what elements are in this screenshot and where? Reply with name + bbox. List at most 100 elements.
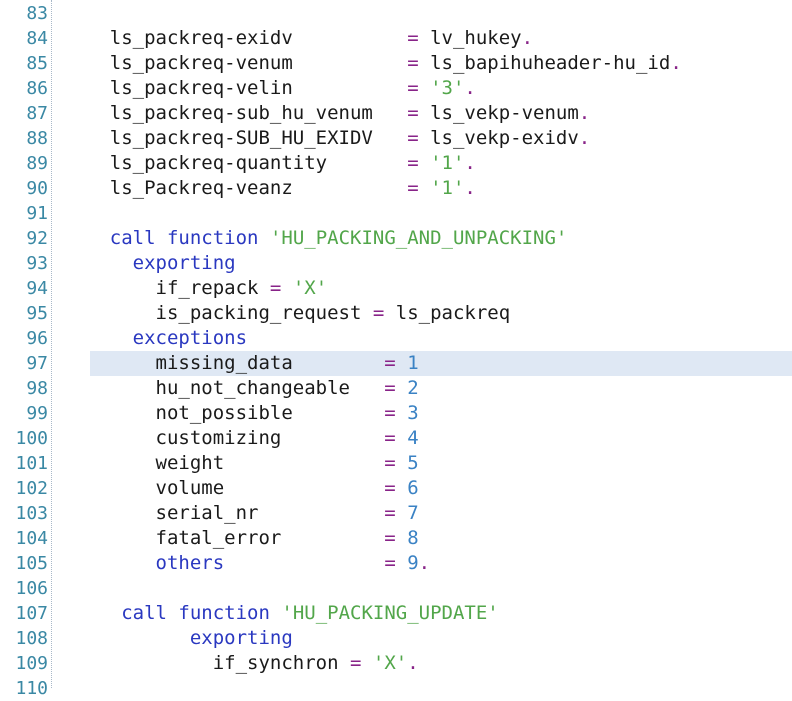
code-token-op: .: [521, 27, 534, 49]
line-number: 102: [15, 478, 48, 499]
code-line[interactable]: 88 ls_packreq-SUB_HU_EXIDV = ls_vekp-exi…: [0, 126, 792, 151]
code-line[interactable]: 93 exporting: [0, 251, 792, 276]
code-token-plain: [396, 452, 407, 474]
code-text: call function 'HU_PACKING_AND_UNPACKING': [64, 226, 568, 251]
line-number: 110: [15, 678, 48, 699]
code-token-plain: [396, 402, 407, 424]
line-number: 94: [26, 278, 48, 299]
code-line[interactable]: 107 call function 'HU_PACKING_UPDATE': [0, 601, 792, 626]
code-token-plain: [270, 602, 281, 624]
code-token-op: =: [407, 127, 419, 149]
line-number: 108: [15, 628, 48, 649]
code-text: ls_Packreq-veanz = '1'.: [64, 176, 476, 201]
code-line[interactable]: 108 exporting: [0, 626, 792, 651]
line-number: 97: [26, 353, 48, 374]
code-token-op: =: [384, 477, 396, 499]
code-line[interactable]: 104 fatal_error = 8: [0, 526, 792, 551]
code-token-plain: [64, 477, 156, 499]
code-token-plain: ls_packreq-venum: [109, 52, 408, 74]
code-token-plain: lv_hukey: [418, 27, 522, 49]
code-text: ls_packreq-venum = ls_bapihuheader-hu_id…: [64, 51, 682, 76]
code-text: is_packing_request = ls_packreq: [64, 301, 511, 326]
code-line[interactable]: 95 is_packing_request = ls_packreq: [0, 301, 792, 326]
code-token-plain: if_repack: [155, 277, 270, 299]
code-token-plain: [224, 552, 384, 574]
code-token-str: '1': [430, 152, 465, 174]
code-token-plain: [156, 227, 167, 249]
code-token-op: .: [464, 152, 476, 174]
code-line[interactable]: 83: [0, 1, 792, 26]
code-token-plain: [64, 127, 110, 149]
code-line[interactable]: 106: [0, 576, 792, 601]
code-token-plain: [64, 452, 156, 474]
code-token-plain: [64, 177, 110, 199]
code-line[interactable]: 99 not_possible = 3: [0, 401, 792, 426]
code-token-num: 9: [407, 552, 419, 574]
line-number: 85: [26, 53, 48, 74]
code-token-op: =: [350, 652, 362, 674]
code-line[interactable]: 109 if_synchron = 'X'.: [0, 651, 792, 676]
code-line[interactable]: 92 call function 'HU_PACKING_AND_UNPACKI…: [0, 226, 792, 251]
code-token-plain: [396, 477, 407, 499]
line-number: 90: [26, 178, 48, 199]
code-token-op: .: [670, 52, 682, 74]
code-line[interactable]: 91: [0, 201, 792, 226]
code-token-kw: function: [178, 602, 270, 624]
code-token-plain: ls_packreq-quantity: [109, 152, 408, 174]
code-line[interactable]: 94 if_repack = 'X': [0, 276, 792, 301]
code-text: weight = 5: [64, 451, 419, 476]
code-token-kw: exceptions: [132, 327, 248, 349]
code-line[interactable]: 87 ls_packreq-sub_hu_venum = ls_vekp-ven…: [0, 101, 792, 126]
code-token-op: =: [384, 552, 396, 574]
line-number: 87: [26, 103, 48, 124]
code-token-op: =: [372, 302, 385, 324]
code-text: serial_nr = 7: [64, 501, 419, 526]
code-line[interactable]: 100 customizing = 4: [0, 426, 792, 451]
code-token-op: .: [578, 102, 591, 124]
code-text: ls_packreq-SUB_HU_EXIDV = ls_vekp-exidv.: [64, 126, 590, 151]
code-token-plain: if_synchron: [212, 652, 350, 674]
code-line[interactable]: 89 ls_packreq-quantity = '1'.: [0, 151, 792, 176]
code-token-kw: call: [109, 227, 156, 249]
code-line[interactable]: 97 missing_data = 1: [0, 351, 792, 376]
code-line[interactable]: 96 exceptions: [0, 326, 792, 351]
line-number: 98: [26, 378, 48, 399]
line-number: 106: [15, 578, 48, 599]
code-line[interactable]: 110: [0, 676, 792, 701]
code-token-plain: ls_packreq-sub_hu_venum: [109, 102, 408, 124]
code-line[interactable]: 102 volume = 6: [0, 476, 792, 501]
code-line[interactable]: 101 weight = 5: [0, 451, 792, 476]
code-line[interactable]: 90 ls_Packreq-veanz = '1'.: [0, 176, 792, 201]
code-text: missing_data = 1: [64, 351, 419, 376]
code-token-op: =: [384, 402, 396, 424]
code-text: volume = 6: [64, 476, 419, 501]
code-text: call function 'HU_PACKING_UPDATE': [64, 601, 499, 626]
code-line[interactable]: 86 ls_packreq-velin = '3'.: [0, 76, 792, 101]
code-token-plain: ls_packreq-velin: [109, 77, 408, 99]
code-text: customizing = 4: [64, 426, 419, 451]
line-number: 88: [26, 128, 48, 149]
code-line[interactable]: 85 ls_packreq-venum = ls_bapihuheader-hu…: [0, 51, 792, 76]
code-token-op: =: [384, 527, 396, 549]
code-token-plain: ls_packreq-SUB_HU_EXIDV: [109, 127, 408, 149]
code-line[interactable]: 105 others = 9.: [0, 551, 792, 576]
line-number: 89: [26, 153, 48, 174]
code-token-plain: [281, 277, 292, 299]
code-token-plain: [361, 652, 372, 674]
line-number: 96: [26, 328, 48, 349]
code-token-plain: [64, 27, 110, 49]
code-line[interactable]: 84 ls_packreq-exidv = lv_hukey.: [0, 26, 792, 51]
code-text: exporting: [64, 251, 236, 276]
code-line[interactable]: 103 serial_nr = 7: [0, 501, 792, 526]
code-token-plain: fatal_error: [155, 527, 385, 549]
code-token-plain: [64, 402, 156, 424]
current-line-highlight: [90, 351, 792, 376]
line-number: 107: [15, 603, 48, 624]
code-token-kw: exporting: [189, 627, 293, 649]
code-text: ls_packreq-exidv = lv_hukey.: [64, 26, 533, 51]
code-token-plain: [167, 602, 178, 624]
code-line[interactable]: 98 hu_not_changeable = 2: [0, 376, 792, 401]
code-token-str: '3': [430, 77, 465, 99]
code-token-kw: others: [155, 552, 225, 574]
